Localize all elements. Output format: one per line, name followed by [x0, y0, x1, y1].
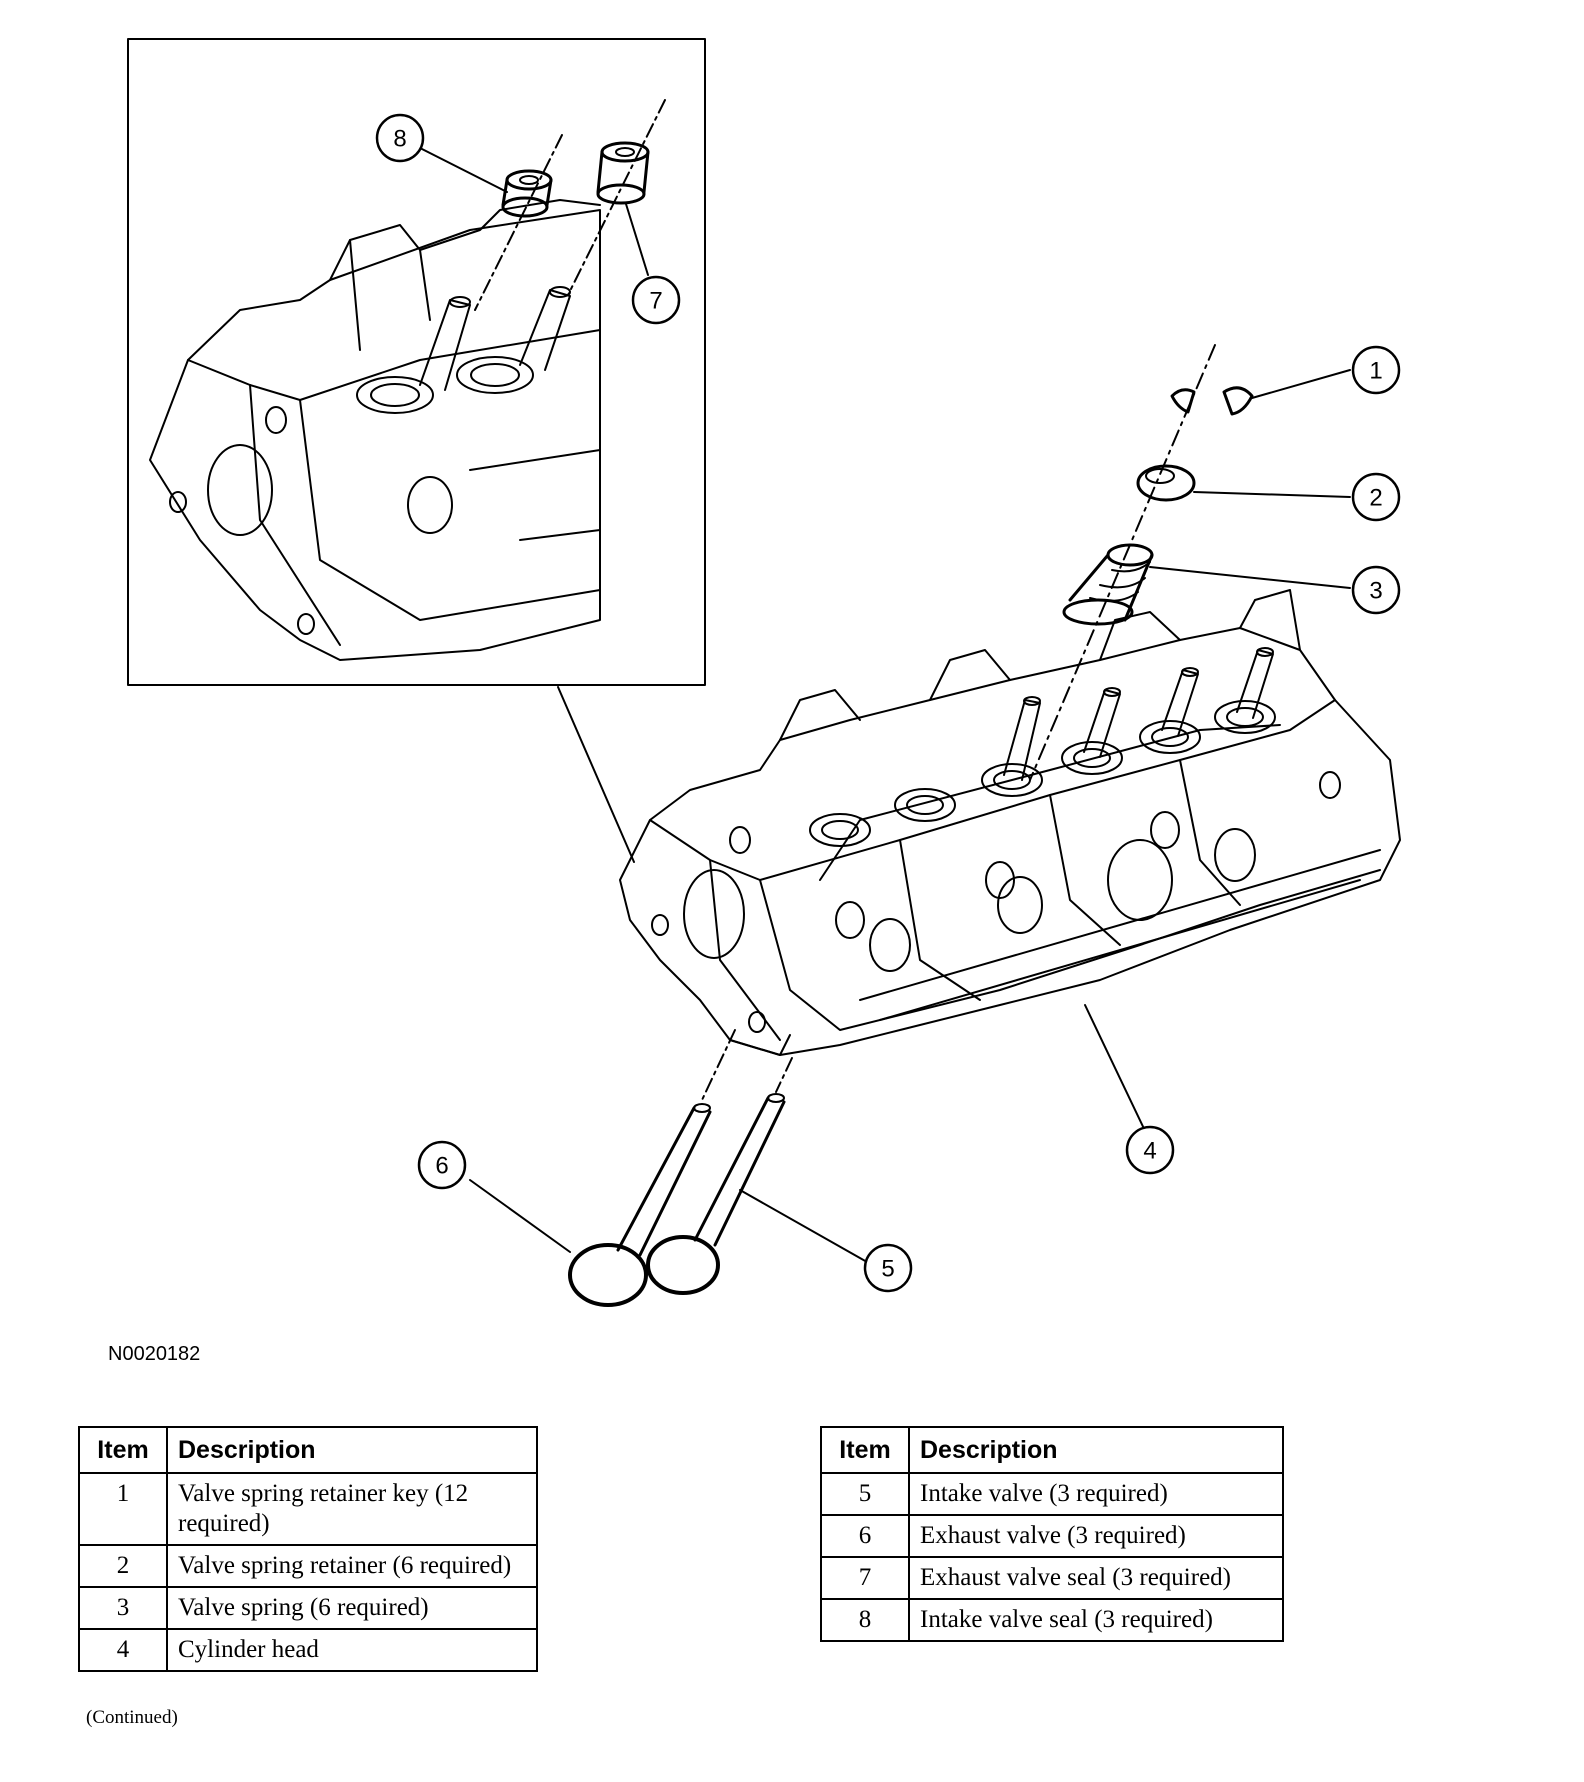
cylinder-head-part: [619, 589, 1401, 1136]
continued-note: (Continued): [86, 1707, 178, 1728]
svg-text:8: 8: [393, 126, 406, 153]
svg-text:6: 6: [435, 1153, 448, 1180]
item-number: 6: [820, 1514, 910, 1558]
intake-valve-seal-part: [501, 169, 553, 218]
callout-2: 2: [1351, 472, 1401, 522]
legend-row: 3 Valve spring (6 required): [78, 1586, 538, 1630]
legend-row: 5 Intake valve (3 required): [820, 1472, 1284, 1516]
svg-text:4: 4: [1143, 1138, 1156, 1165]
item-number: 7: [820, 1556, 910, 1600]
exhaust-valve-part: [469, 1029, 736, 1307]
valve-spring-retainer-key-part: [1170, 369, 1351, 416]
description-column-header: Description: [908, 1426, 1284, 1474]
intake-valve-part: [646, 1057, 868, 1295]
legend-row: 1 Valve spring retainer key (12 required…: [78, 1472, 538, 1546]
item-description: Valve spring (6 required): [166, 1586, 538, 1630]
svg-text:1: 1: [1369, 358, 1382, 385]
legend-row: 4 Cylinder head: [78, 1628, 538, 1672]
callout-8: 8: [375, 113, 425, 163]
item-number: 8: [820, 1598, 910, 1642]
item-description: Valve spring retainer (6 required): [166, 1544, 538, 1588]
legend-header-row: Item Description: [820, 1426, 1284, 1474]
legend-row: 6 Exhaust valve (3 required): [820, 1514, 1284, 1558]
legend-table-right: Item Description 5 Intake valve (3 requi…: [820, 1426, 1284, 1642]
callout-4: 4: [1125, 1125, 1175, 1175]
item-description: Intake valve (3 required): [908, 1472, 1284, 1516]
inset-leader-line: [557, 686, 635, 863]
exhaust-valve-seal-part: [596, 141, 650, 205]
item-description: Cylinder head: [166, 1628, 538, 1672]
item-description: Valve spring retainer key (12 required): [166, 1472, 538, 1546]
legend-table-left: Item Description 1 Valve spring retainer…: [78, 1426, 538, 1672]
item-number: 5: [820, 1472, 910, 1516]
callout-7: 7: [631, 275, 681, 325]
item-number: 2: [78, 1544, 168, 1588]
svg-text:5: 5: [881, 1256, 894, 1283]
item-description: Exhaust valve seal (3 required): [908, 1556, 1284, 1600]
description-column-header: Description: [166, 1426, 538, 1474]
valve-spring-part: [1062, 543, 1351, 626]
item-number: 3: [78, 1586, 168, 1630]
figure-id: N0020182: [108, 1343, 201, 1365]
callout-5: 5: [863, 1243, 913, 1293]
item-number: 1: [78, 1472, 168, 1546]
item-number: 4: [78, 1628, 168, 1672]
svg-text:2: 2: [1369, 485, 1382, 512]
item-description: Exhaust valve (3 required): [908, 1514, 1284, 1558]
legend-row: 7 Exhaust valve seal (3 required): [820, 1556, 1284, 1600]
callout-6: 6: [417, 1140, 467, 1190]
legend-row: 2 Valve spring retainer (6 required): [78, 1544, 538, 1588]
callout-1: 1: [1351, 345, 1401, 395]
exploded-view-diagram: 8 7 1 2 3 4 5 6: [127, 38, 1401, 1307]
item-column-header: Item: [820, 1426, 910, 1474]
valve-spring-retainer-part: [1136, 464, 1351, 502]
callout-3: 3: [1351, 565, 1401, 615]
svg-text:7: 7: [649, 288, 662, 315]
item-description: Intake valve seal (3 required): [908, 1598, 1284, 1642]
legend-header-row: Item Description: [78, 1426, 538, 1474]
legend-row: 8 Intake valve seal (3 required): [820, 1598, 1284, 1642]
detail-inset: [127, 38, 706, 863]
svg-text:3: 3: [1369, 578, 1382, 605]
item-column-header: Item: [78, 1426, 168, 1474]
valve-seat-row: [809, 647, 1276, 847]
